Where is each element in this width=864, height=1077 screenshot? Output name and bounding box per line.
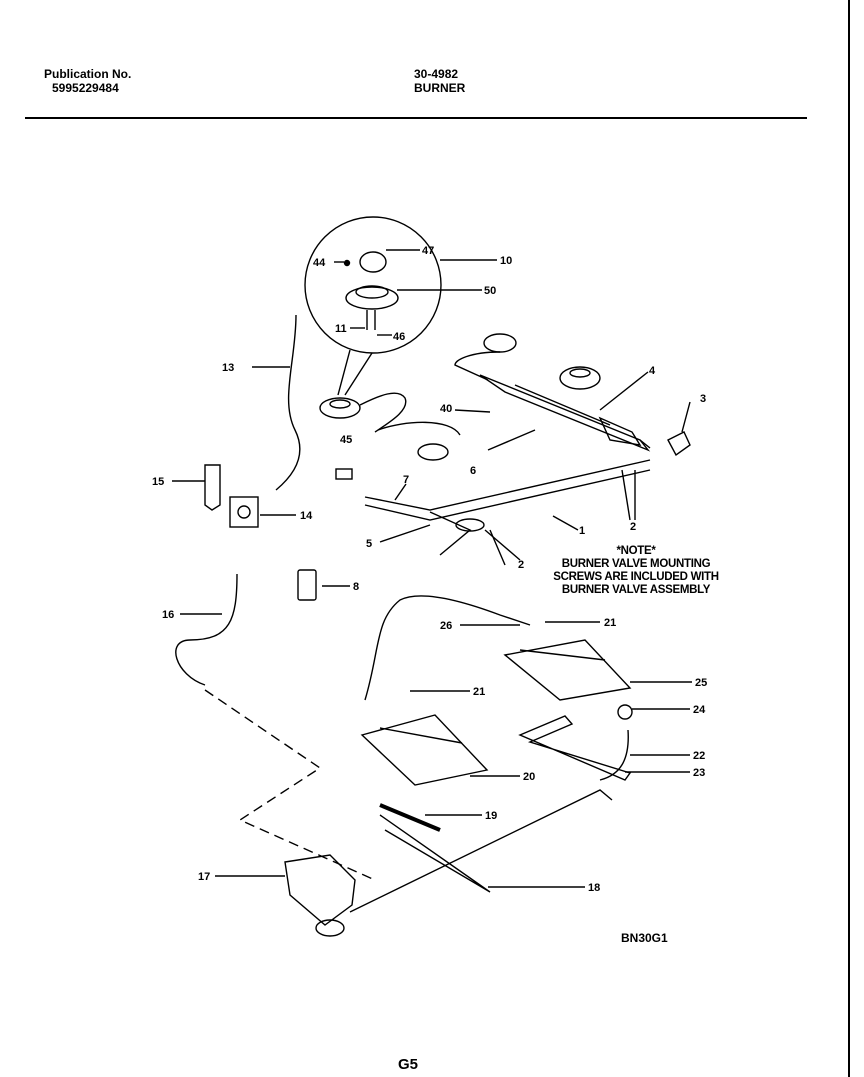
callout-7: 7 bbox=[403, 474, 409, 486]
callout-6: 6 bbox=[470, 465, 476, 477]
diagram-reference-code: BN30G1 bbox=[621, 931, 668, 945]
callout-47: 47 bbox=[422, 245, 434, 257]
gas-line-dashed bbox=[204, 689, 376, 881]
callout-21-upper: 21 bbox=[604, 617, 616, 629]
note-line-1: BURNER VALVE MOUNTING bbox=[561, 558, 711, 570]
callout-1: 1 bbox=[579, 525, 585, 537]
callout-44: 44 bbox=[313, 257, 326, 269]
tube-16 bbox=[175, 573, 238, 686]
callout-16: 16 bbox=[162, 609, 174, 621]
gas-supply-line bbox=[349, 789, 613, 913]
burner-head-small bbox=[417, 443, 449, 461]
fitting-part bbox=[667, 431, 691, 457]
note-line-3: BURNER VALVE ASSEMBLY bbox=[561, 584, 711, 596]
callout-40: 40 bbox=[440, 403, 452, 415]
screw-part bbox=[343, 259, 351, 267]
detail-magnifier-circle bbox=[304, 216, 442, 354]
tube-26 bbox=[364, 595, 531, 701]
thermocouple-13 bbox=[275, 314, 301, 491]
callout-20: 20 bbox=[523, 771, 535, 783]
igniter-19 bbox=[379, 803, 441, 832]
callout-2-lower: 2 bbox=[518, 559, 524, 571]
burner-tube-23 bbox=[518, 715, 632, 781]
callout-24: 24 bbox=[693, 704, 706, 716]
valve-body bbox=[598, 416, 642, 446]
publication-label: Publication No. bbox=[44, 67, 132, 81]
burner-tube-18 bbox=[379, 814, 491, 893]
valve-17 bbox=[284, 854, 356, 926]
callout-46: 46 bbox=[393, 331, 405, 343]
callout-10: 10 bbox=[500, 255, 512, 267]
callout-22: 22 bbox=[693, 750, 705, 762]
callout-23: 23 bbox=[693, 767, 705, 779]
burner-tray-20 bbox=[360, 714, 489, 786]
header-rule bbox=[25, 117, 807, 119]
tube-22 bbox=[599, 729, 629, 781]
callout-13: 13 bbox=[222, 362, 234, 374]
callout-50: 50 bbox=[484, 285, 496, 297]
burner-valve-note: *NOTE* BURNER VALVE MOUNTING SCREWS ARE … bbox=[536, 545, 736, 597]
callout-19: 19 bbox=[485, 810, 497, 822]
burner-tube-left bbox=[359, 392, 407, 433]
main-tube bbox=[364, 459, 651, 511]
callout-11: 11 bbox=[335, 323, 347, 335]
note-line-2: SCREWS ARE INCLUDED WITH bbox=[553, 571, 719, 583]
detail-leader-left bbox=[337, 349, 351, 396]
callout-15: 15 bbox=[152, 476, 164, 488]
callout-4: 4 bbox=[649, 365, 656, 377]
callout-21-lower: 21 bbox=[473, 686, 485, 698]
section-title: BURNER bbox=[414, 81, 466, 95]
callout-26: 26 bbox=[440, 620, 452, 632]
bracket-part bbox=[204, 464, 221, 511]
burner-tray-25 bbox=[503, 639, 632, 701]
callout-5: 5 bbox=[366, 538, 372, 550]
detail-leader-right bbox=[344, 352, 373, 396]
page-label: G5 bbox=[398, 1056, 419, 1073]
burner-head-rear-left bbox=[483, 333, 517, 353]
callout-8: 8 bbox=[353, 581, 359, 593]
switch-part bbox=[229, 496, 259, 528]
burner-head-left bbox=[319, 397, 361, 419]
burner-head-detail bbox=[345, 286, 399, 310]
callout-18: 18 bbox=[588, 882, 600, 894]
callout-14: 14 bbox=[300, 510, 313, 522]
manifold-pipe bbox=[479, 374, 651, 452]
callout-45: 45 bbox=[340, 434, 352, 446]
burner-head-rear-right bbox=[559, 366, 601, 390]
block-part bbox=[297, 569, 317, 601]
callout-3: 3 bbox=[700, 393, 706, 405]
clip-part bbox=[335, 468, 353, 480]
publication-number: 5995229484 bbox=[52, 81, 119, 95]
callout-2-upper: 2 bbox=[630, 521, 636, 533]
callout-25: 25 bbox=[695, 677, 707, 689]
document-number: 30-4982 bbox=[414, 67, 459, 81]
callout-17: 17 bbox=[198, 871, 210, 883]
orifice-part bbox=[359, 251, 387, 273]
part-24 bbox=[617, 704, 633, 720]
page-frame-line bbox=[848, 0, 850, 1077]
note-heading: *NOTE* bbox=[616, 545, 656, 557]
